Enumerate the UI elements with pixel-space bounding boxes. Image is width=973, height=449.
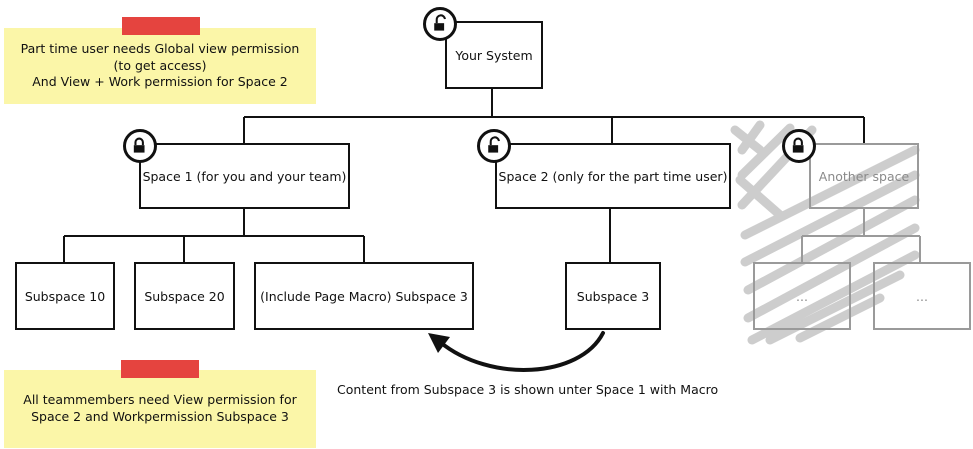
padlock-icon bbox=[123, 129, 157, 163]
space1-node[interactable]: Space 1 (for you and your team) bbox=[139, 143, 350, 209]
placeholder-label-1: ... bbox=[796, 288, 808, 304]
subspace10-node[interactable]: Subspace 10 bbox=[15, 262, 115, 330]
subspace3-node[interactable]: Subspace 3 bbox=[565, 262, 661, 330]
root-label: Your System bbox=[455, 47, 533, 63]
unlocked-padlock-icon bbox=[477, 129, 511, 163]
faded-tree-lines bbox=[801, 209, 921, 262]
subspace20-node[interactable]: Subspace 20 bbox=[134, 262, 235, 330]
placeholder-label-2: ... bbox=[916, 288, 928, 304]
subspace10-label: Subspace 10 bbox=[24, 288, 106, 304]
note-top-text: Part time user needs Global view permiss… bbox=[20, 40, 300, 90]
note-bottom: All teammembers need View permission for… bbox=[4, 370, 316, 448]
note-bottom-tab bbox=[121, 360, 199, 378]
padlock-icon bbox=[782, 129, 816, 163]
subspace3-macro-node[interactable]: (Include Page Macro) Subspace 3 bbox=[254, 262, 474, 330]
another-space-label: Another space bbox=[818, 168, 910, 184]
subspace3-macro-label: (Include Page Macro) Subspace 3 bbox=[260, 288, 468, 304]
include-arrow bbox=[438, 331, 605, 372]
arrow-caption: Content from Subspace 3 is shown unter S… bbox=[337, 382, 719, 397]
space2-label: Space 2 (only for the part time user) bbox=[498, 168, 728, 184]
root-node[interactable]: Your System bbox=[445, 21, 543, 89]
include-arrowhead bbox=[428, 333, 450, 353]
tree-lines bbox=[63, 89, 865, 262]
subspace3-label: Subspace 3 bbox=[576, 288, 650, 304]
space1-label: Space 1 (for you and your team) bbox=[142, 168, 347, 184]
note-bottom-text: All teammembers need View permission for… bbox=[23, 392, 297, 424]
space2-node[interactable]: Space 2 (only for the part time user) bbox=[495, 143, 731, 209]
unlocked-padlock-icon bbox=[423, 7, 457, 41]
scribble-hatching bbox=[730, 120, 920, 345]
another-space-node[interactable]: Another space bbox=[809, 143, 919, 209]
note-top: Part time user needs Global view permiss… bbox=[4, 28, 316, 104]
placeholder-subspace-2[interactable]: ... bbox=[873, 262, 971, 330]
placeholder-subspace-1[interactable]: ... bbox=[753, 262, 851, 330]
subspace20-label: Subspace 20 bbox=[144, 288, 225, 304]
note-top-tab bbox=[122, 17, 200, 35]
